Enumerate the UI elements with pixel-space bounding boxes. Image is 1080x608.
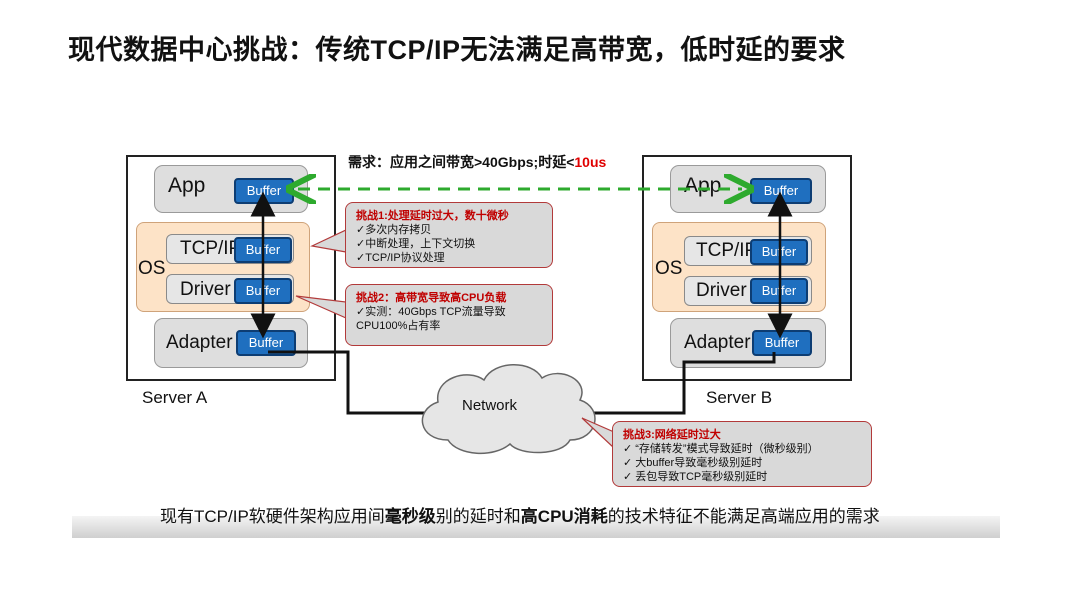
server-a-caption: Server A [142,388,208,407]
requirement-highlight: 10us [574,154,607,170]
challenge-1-item: ✓TCP/IP协议处理 [356,252,445,264]
conclusion-emphasis: 高CPU消耗 [520,507,608,526]
conclusion-part: 别的延时和 [435,507,521,526]
challenge-3-title: 挑战3:网络延时过大 [623,429,721,441]
server-b-app-buffer: Buffer [750,178,812,204]
challenge-1-item: ✓中断处理，上下文切换 [356,238,476,250]
server-b-os-label: OS [655,258,683,279]
requirement-prefix: 需求：应用之间带宽>40Gbps;时延< [348,154,575,170]
page-title: 现代数据中心挑战：传统TCP/IP无法满足高带宽，低时延的要求 [68,35,846,65]
server-a-adapter-buffer: Buffer [236,330,296,356]
challenge-1-title: 挑战1:处理延时过大，数十微秒 [356,210,509,222]
server-a-app-buffer: Buffer [234,178,294,204]
challenge-1-callout: 挑战1:处理延时过大，数十微秒 ✓多次内存拷贝 ✓中断处理，上下文切换 ✓TCP… [345,202,553,268]
challenge-2-item: CPU100%占有率 [356,320,441,332]
server-b-tcpip-buffer: Buffer [750,239,808,265]
server-a-driver-buffer: Buffer [234,278,292,304]
conclusion-bar [72,516,1000,538]
network-label: Network [462,397,518,414]
challenge-3-callout: 挑战3:网络延时过大 ✓ “存储转发”模式导致延时（微秒级别） ✓ 大buffe… [612,421,872,487]
server-a-os-label: OS [138,258,166,279]
conclusion-emphasis: 毫秒级 [384,507,436,526]
server-b-caption: Server B [706,388,773,407]
server-a-app-label: App [168,174,206,197]
challenge-2-callout: 挑战2：高带宽导致高CPU负载 ✓实测：40Gbps TCP流量导致 CPU10… [345,284,553,346]
server-a-tcpip-buffer: Buffer [234,237,292,263]
server-b-app-label: App [684,174,722,197]
challenge-3-item: ✓ “存储转发”模式导致延时（微秒级别） [623,443,819,455]
requirement-text: 需求：应用之间带宽>40Gbps;时延<10us [348,152,606,172]
challenge-3-item: ✓ 大buffer导致毫秒级别延时 [623,457,763,469]
conclusion-part: 的技术特征不能满足高端应用的需求 [607,507,880,526]
challenge-3-item: ✓ 丢包导致TCP毫秒级别延时 [623,471,768,483]
server-a-tcpip-label: TCP/IP [180,238,242,259]
conclusion-part: 现有TCP/IP软硬件架构应用间 [160,507,385,526]
server-a-driver-label: Driver [180,279,231,300]
server-b-driver-buffer: Buffer [750,278,808,304]
server-b-adapter-buffer: Buffer [752,330,812,356]
server-a-adapter-label: Adapter [166,332,233,353]
server-b-adapter-label: Adapter [684,332,751,353]
callout3-pointer [581,417,615,450]
server-b-tcpip-label: TCP/IP [696,240,758,261]
challenge-2-item: ✓实测：40Gbps TCP流量导致 [356,306,506,318]
server-b-driver-label: Driver [696,280,747,301]
challenge-1-item: ✓多次内存拷贝 [356,224,432,236]
challenge-2-title: 挑战2：高带宽导致高CPU负载 [356,292,507,304]
conclusion-text: 现有TCP/IP软硬件架构应用间毫秒级别的延时和高CPU消耗的技术特征不能满足高… [160,502,880,527]
